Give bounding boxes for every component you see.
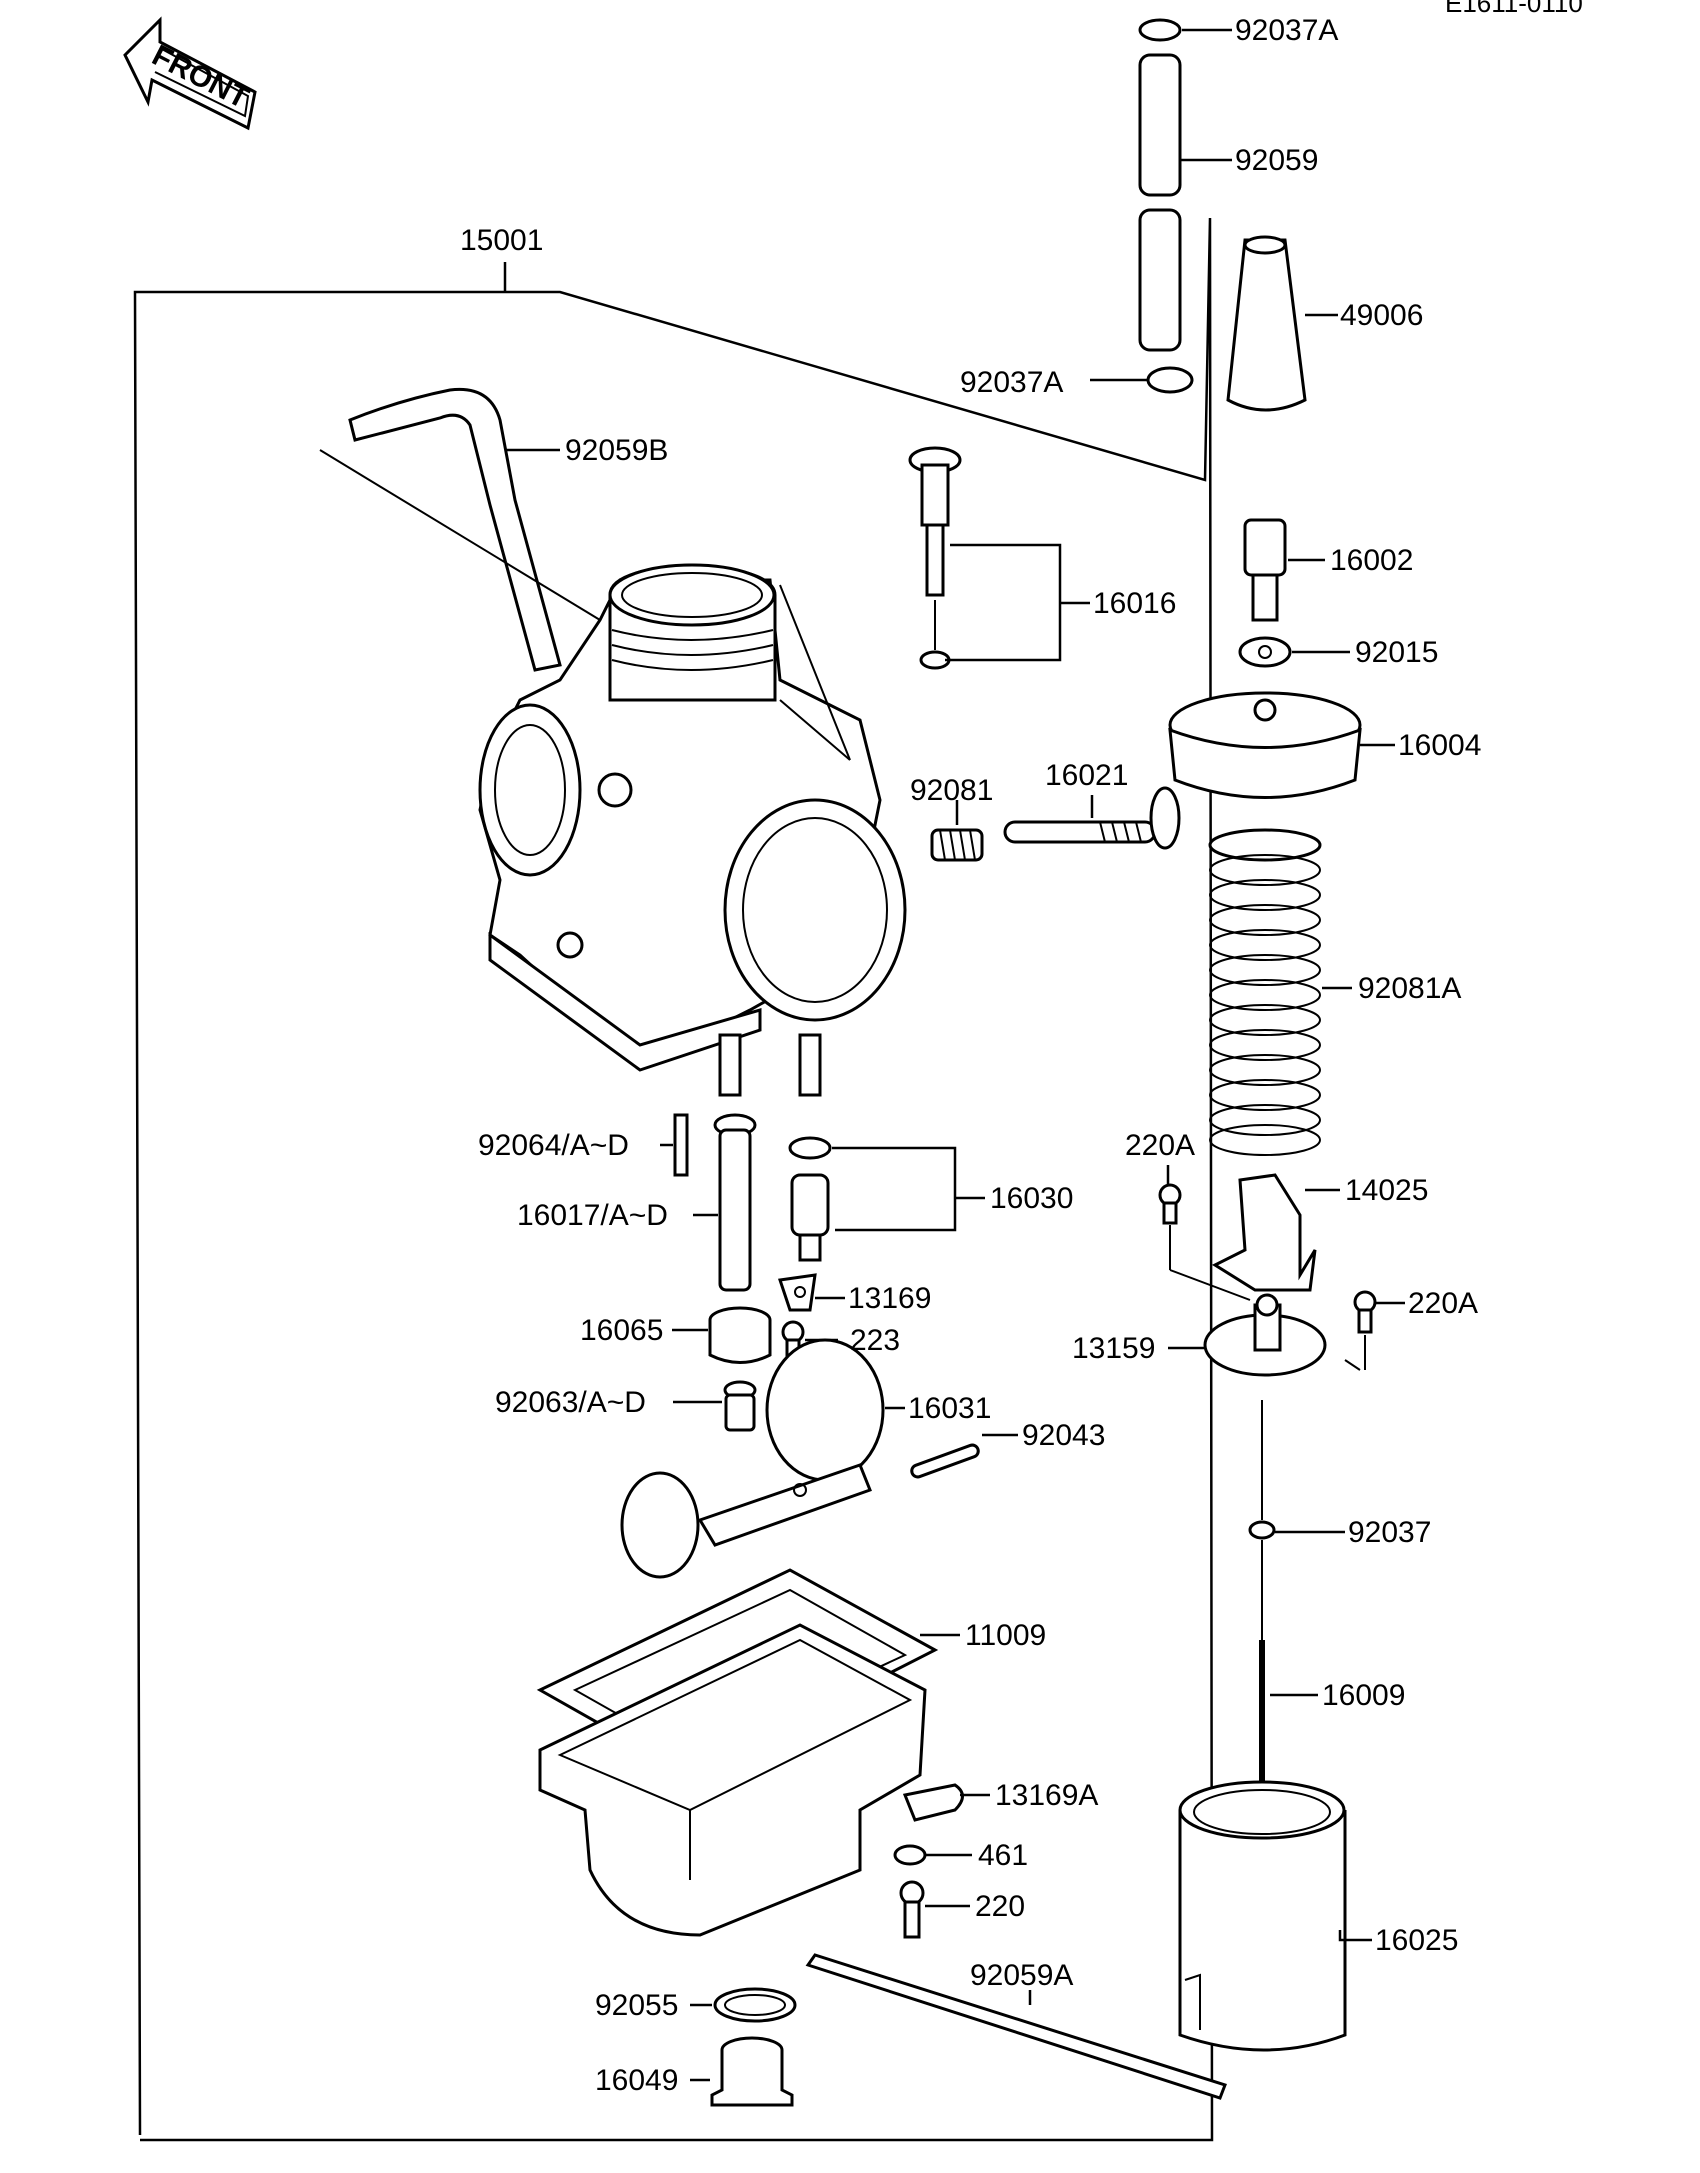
needle-clip [1248, 1400, 1276, 1640]
drain-plug [710, 2036, 794, 2107]
part-label: 16016 [1093, 587, 1176, 620]
part-label: 16002 [1330, 544, 1413, 577]
part-label: 220A [1125, 1129, 1195, 1162]
needle-jet [713, 1113, 757, 1292]
throttle-valve [1178, 1780, 1347, 2052]
part-label: 92037 [1348, 1516, 1431, 1549]
part-label: 220A [1408, 1287, 1478, 1320]
pilot-screw-assembly [908, 446, 962, 670]
part-label: 16017/A~D [517, 1199, 668, 1232]
part-label: 92037A [960, 366, 1063, 399]
part-label: 223 [850, 1324, 900, 1357]
part-label: 92037A [1235, 14, 1338, 47]
pilot-jet [673, 1113, 689, 1177]
part-label: 461 [978, 1839, 1028, 1872]
float-bowl [538, 1623, 927, 1937]
part-label: 92059B [565, 434, 668, 467]
float-assembly [620, 1338, 885, 1579]
jet-holder [708, 1306, 772, 1364]
part-label: 92015 [1355, 636, 1438, 669]
float-pin [910, 1443, 980, 1479]
bowl-plate [902, 1783, 964, 1822]
part-label: 49006 [1340, 299, 1423, 332]
part-label: 92043 [1022, 1419, 1105, 1452]
part-label: 16049 [595, 2064, 678, 2097]
carburetor-top-cap [1168, 691, 1362, 799]
part-labels: 92037A 92059 15001 49006 92037A 92059B 1… [460, 14, 1481, 2097]
main-jet [723, 1380, 757, 1432]
float-valve [788, 1136, 832, 1262]
reference-code: E1611-0110 [1445, 0, 1583, 18]
part-label: 92081 [910, 774, 993, 807]
part-label: 92059 [1235, 144, 1318, 177]
screw-220 [899, 1880, 925, 1939]
part-label: 16030 [990, 1182, 1073, 1215]
carburetor-body [478, 563, 907, 1097]
part-label: 92081A [1358, 972, 1461, 1005]
part-label: 16065 [580, 1314, 663, 1347]
jet-holder-plate [778, 1273, 817, 1312]
small-spring [930, 828, 984, 862]
cable-bracket [1211, 1173, 1317, 1292]
slide-plate [1169, 1269, 1361, 1377]
part-label: 13169A [995, 1779, 1098, 1812]
part-label: 92059A [970, 1959, 1073, 1992]
throttle-spring [1208, 828, 1322, 1156]
part-label: 92055 [595, 1989, 678, 2022]
assembly-outline [133, 217, 1214, 2142]
cable-adjuster [1243, 518, 1287, 622]
part-label: 14025 [1345, 1174, 1428, 1207]
front-arrow-icon: FRONT [123, 16, 257, 131]
screw-220A-right [1353, 1290, 1377, 1370]
part-label: 11009 [965, 1619, 1046, 1652]
throttle-stop-screw [1003, 786, 1181, 850]
part-label: 92064/A~D [478, 1129, 629, 1162]
part-label: 16004 [1398, 729, 1481, 762]
o-ring [713, 1987, 797, 2023]
part-label: 92063/A~D [495, 1386, 646, 1419]
leader-lines [505, 28, 1405, 2082]
part-label: 16025 [1375, 1924, 1458, 1957]
vent-tube-bottom [805, 1953, 1227, 2100]
part-label: 13169 [848, 1282, 931, 1315]
lock-nut [1238, 636, 1292, 668]
vent-tube-top [1138, 18, 1194, 394]
choke-cap [1226, 235, 1307, 412]
part-label: 16009 [1322, 1679, 1405, 1712]
part-label: 15001 [460, 224, 543, 257]
part-label: 16021 [1045, 759, 1128, 792]
part-label: 16031 [908, 1392, 991, 1425]
screw-220A-left [1158, 1183, 1182, 1270]
part-label: 220 [975, 1890, 1025, 1923]
hose-92059B [319, 387, 601, 672]
washer-461 [893, 1844, 927, 1866]
part-label: 13159 [1072, 1332, 1155, 1365]
